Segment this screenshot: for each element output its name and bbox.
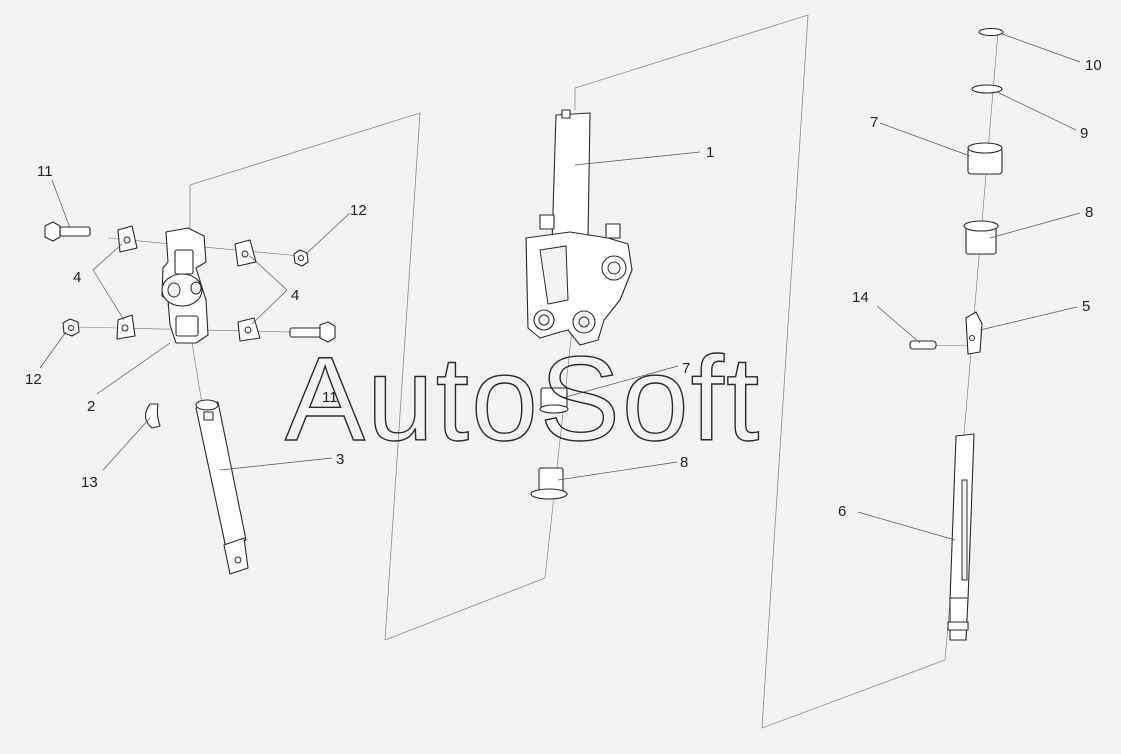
shaft-group (909, 27, 1004, 641)
pad-top-right (234, 239, 257, 267)
leader-lines (39, 33, 1081, 541)
callout-12-left: 12 (25, 371, 42, 388)
shaft-yoke (965, 311, 983, 355)
frame-left (189, 112, 421, 641)
callout-5: 5 (1082, 298, 1090, 315)
callout-labels: 1 2 3 4 4 5 6 7 7 8 8 9 10 11 11 12 12 1… (25, 57, 1102, 520)
splined-shaft (947, 433, 975, 641)
callout-11-top: 11 (37, 163, 53, 180)
watermark: AutoSoft (285, 332, 761, 466)
bushing-right-lower (963, 220, 999, 255)
bolt-top (44, 221, 91, 242)
callout-10: 10 (1085, 57, 1102, 74)
bolt-bottom (289, 321, 336, 343)
intermediate-shaft (195, 399, 249, 575)
callout-8-center: 8 (680, 454, 688, 471)
callout-4-left: 4 (73, 269, 81, 286)
callout-3: 3 (336, 451, 344, 468)
callout-7-center: 7 (682, 360, 690, 377)
callout-12-right: 12 (350, 202, 367, 219)
woodruff-key (144, 403, 161, 429)
washer-9 (971, 84, 1003, 94)
column-tube (551, 112, 591, 245)
universal-joint-body (161, 227, 209, 344)
callout-11-bottom: 11 (322, 389, 338, 406)
bracket-group (525, 109, 633, 500)
washer-10 (978, 27, 1004, 37)
pad-bottom-right (237, 317, 261, 342)
callout-14: 14 (852, 289, 869, 306)
nut-top-right (293, 249, 309, 267)
callout-7-right: 7 (870, 114, 878, 131)
bushing-center-upper (539, 387, 569, 414)
pad-top-left (117, 225, 138, 253)
pin (909, 340, 937, 350)
callout-6: 6 (838, 503, 846, 520)
bushing-center-lower (530, 467, 568, 500)
callout-13: 13 (81, 474, 98, 491)
nut-bottom-left (62, 318, 80, 337)
callout-8-right: 8 (1085, 204, 1093, 221)
callout-2: 2 (87, 398, 95, 415)
frame-center (574, 14, 946, 729)
universal-joint-group (44, 221, 336, 575)
callout-9: 9 (1080, 125, 1088, 142)
pad-bottom-left (116, 314, 136, 340)
bushing-right-upper (967, 142, 1003, 175)
frame-left-bottom (384, 577, 546, 641)
callout-4-right: 4 (291, 287, 299, 304)
assembly-frames (189, 14, 946, 729)
callout-1: 1 (706, 144, 714, 161)
